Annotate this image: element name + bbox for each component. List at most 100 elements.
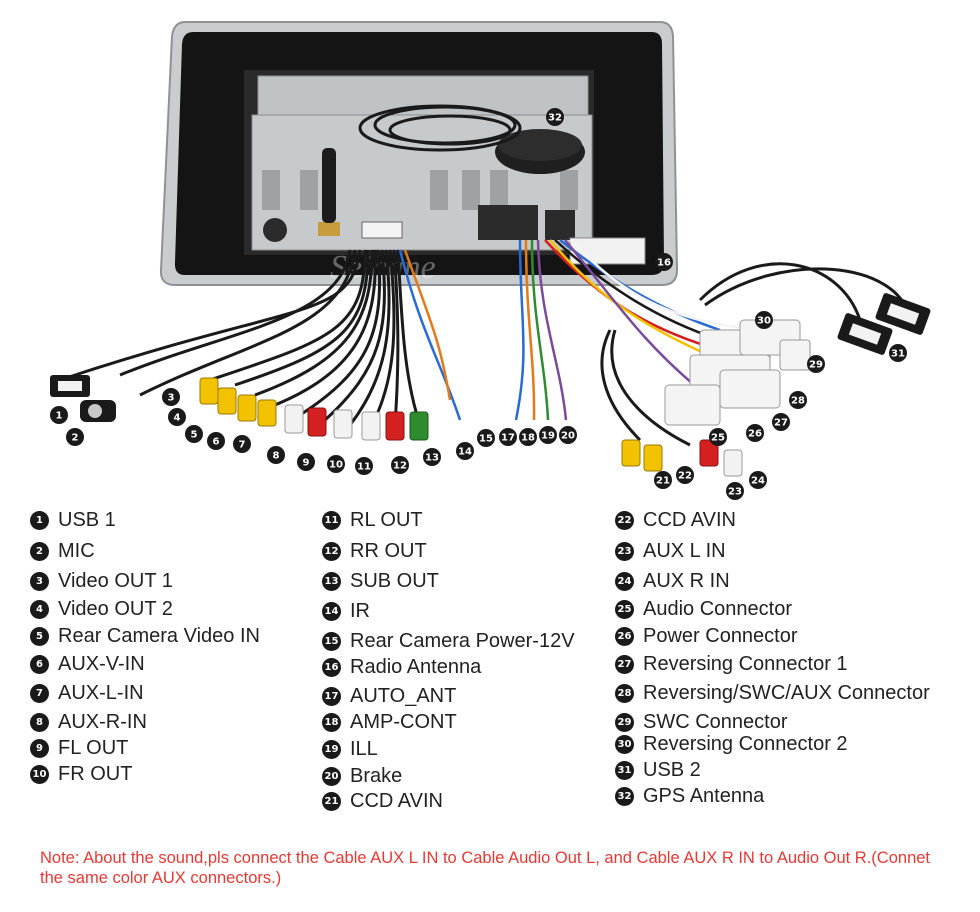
legend-label: USB 2 bbox=[643, 759, 701, 781]
svg-text:26: 26 bbox=[748, 429, 762, 440]
callout-4: 4 bbox=[168, 408, 186, 426]
legend-label: Reversing Connector 2 bbox=[643, 733, 848, 755]
callout-12: 12 bbox=[391, 456, 409, 474]
callout-16: 16 bbox=[655, 253, 673, 271]
legend-number-badge: 10 bbox=[30, 764, 49, 784]
note-text: Note: About the sound,pls connect the Ca… bbox=[40, 849, 931, 887]
rca-plugs-left bbox=[199, 377, 429, 441]
legend-number-badge: 27 bbox=[615, 654, 634, 674]
callout-26: 26 bbox=[746, 424, 764, 442]
callout-31: 31 bbox=[889, 344, 907, 362]
legend-item-6: 6 AUX-V-IN bbox=[30, 654, 145, 674]
svg-text:6: 6 bbox=[213, 437, 220, 448]
legend-item-27: 27 Reversing Connector 1 bbox=[615, 654, 848, 674]
legend-number-badge: 2 bbox=[30, 541, 49, 561]
legend-number-badge: 22 bbox=[615, 510, 634, 530]
svg-text:15: 15 bbox=[479, 434, 493, 445]
legend-label: Reversing Connector 1 bbox=[643, 653, 848, 675]
legend-label: Reversing/SWC/AUX Connector bbox=[643, 682, 930, 704]
callout-17: 17 bbox=[499, 428, 517, 446]
svg-text:10: 10 bbox=[329, 460, 343, 471]
legend-label: Power Connector bbox=[643, 625, 798, 647]
legend-number-badge: 1 bbox=[30, 510, 49, 530]
legend-number-badge: 9 bbox=[30, 738, 49, 758]
svg-text:25: 25 bbox=[711, 433, 725, 444]
legend-number-badge: 20 bbox=[322, 766, 341, 786]
svg-text:13: 13 bbox=[425, 453, 439, 464]
legend-item-31: 31 USB 2 bbox=[615, 760, 701, 780]
legend-number-badge: 6 bbox=[30, 654, 49, 674]
svg-text:23: 23 bbox=[728, 487, 742, 498]
callout-28: 28 bbox=[789, 391, 807, 409]
legend-number-badge: 13 bbox=[322, 571, 341, 591]
legend-label: Video OUT 1 bbox=[58, 570, 173, 592]
legend-number-badge: 16 bbox=[322, 657, 341, 677]
callout-3: 3 bbox=[162, 388, 180, 406]
legend-item-23: 23 AUX L IN bbox=[615, 541, 726, 561]
callout-27: 27 bbox=[772, 413, 790, 431]
svg-text:28: 28 bbox=[791, 396, 805, 407]
callout-32: 32 bbox=[546, 108, 564, 126]
callout-20: 20 bbox=[559, 426, 577, 444]
legend-label: AUX L IN bbox=[643, 540, 726, 562]
legend-number-badge: 23 bbox=[615, 541, 634, 561]
callout-2: 2 bbox=[66, 428, 84, 446]
legend-item-16: 16 Radio Antenna bbox=[322, 657, 481, 677]
svg-text:1: 1 bbox=[56, 411, 63, 422]
svg-text:30: 30 bbox=[757, 316, 771, 327]
svg-text:21: 21 bbox=[656, 476, 670, 487]
callout-19: 19 bbox=[539, 426, 557, 444]
callout-1: 1 bbox=[50, 406, 68, 424]
callout-23: 23 bbox=[726, 482, 744, 500]
legend-number-badge: 4 bbox=[30, 599, 49, 619]
callout-29: 29 bbox=[807, 355, 825, 373]
callout-9: 9 bbox=[297, 453, 315, 471]
callout-13: 13 bbox=[423, 448, 441, 466]
usb1-connector bbox=[50, 375, 90, 397]
svg-text:32: 32 bbox=[548, 113, 562, 124]
legend-number-badge: 12 bbox=[322, 541, 341, 561]
harness-connectors bbox=[664, 319, 811, 426]
wiring-diagram: Seicane bbox=[50, 21, 931, 500]
legend-number-badge: 31 bbox=[615, 760, 634, 780]
legend-number-badge: 14 bbox=[322, 601, 341, 621]
svg-text:7: 7 bbox=[239, 440, 246, 451]
callout-21: 21 bbox=[654, 471, 672, 489]
svg-text:24: 24 bbox=[751, 476, 765, 487]
legend-number-badge: 32 bbox=[615, 786, 634, 806]
svg-text:4: 4 bbox=[174, 413, 181, 424]
legend-label: RL OUT bbox=[350, 509, 423, 531]
svg-text:9: 9 bbox=[303, 458, 310, 469]
svg-text:18: 18 bbox=[521, 433, 535, 444]
legend-item-9: 9 FL OUT bbox=[30, 738, 128, 758]
legend-label: AUX-V-IN bbox=[58, 653, 145, 675]
legend-label: Radio Antenna bbox=[350, 656, 482, 678]
svg-text:5: 5 bbox=[191, 430, 198, 441]
rca-plugs-right bbox=[621, 439, 743, 477]
legend-label: AMP-CONT bbox=[350, 711, 457, 733]
callout-6: 6 bbox=[207, 432, 225, 450]
legend-label: Audio Connector bbox=[643, 598, 792, 620]
svg-text:11: 11 bbox=[357, 462, 371, 473]
legend-label: FL OUT bbox=[58, 737, 129, 759]
head-unit: Seicane bbox=[159, 21, 679, 286]
svg-text:19: 19 bbox=[541, 431, 555, 442]
